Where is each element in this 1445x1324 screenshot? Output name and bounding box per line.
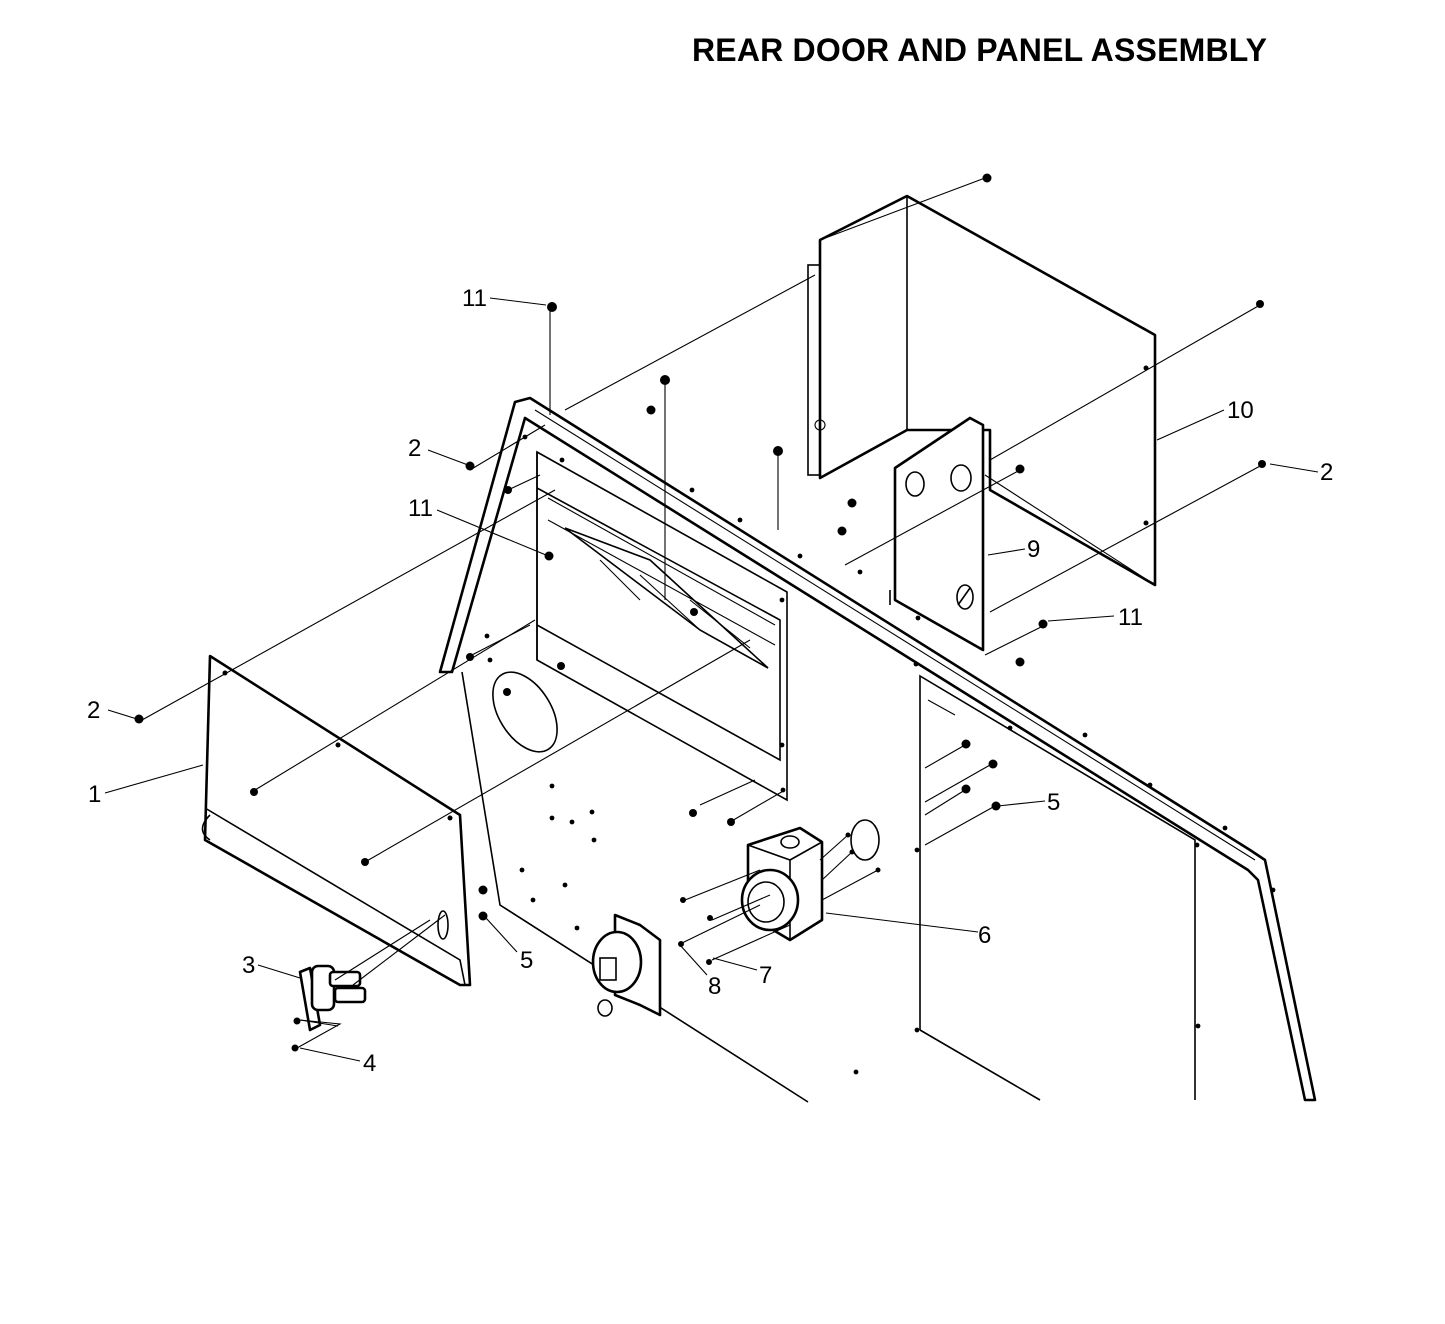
callout-5: 5 <box>520 947 533 974</box>
part-9-bracket <box>893 416 985 652</box>
main-panel <box>438 396 1317 1103</box>
callout-4: 4 <box>363 1050 376 1077</box>
callout-2: 2 <box>408 435 421 462</box>
callout-2: 2 <box>87 697 100 724</box>
page-title: REAR DOOR AND PANEL ASSEMBLY <box>692 32 1268 68</box>
callout-8: 8 <box>708 973 721 1000</box>
callout-5: 5 <box>1047 789 1060 816</box>
fasteners <box>134 173 1266 1052</box>
assembly-leader-lines <box>141 177 1263 986</box>
part-3-latch-handle <box>298 964 367 1032</box>
callout-11: 11 <box>1118 604 1143 631</box>
callout-6: 6 <box>978 922 991 949</box>
callout-leaders <box>104 297 1319 1062</box>
callout-1: 1 <box>88 781 101 808</box>
part-10-enclosure-panel <box>807 194 1157 587</box>
callout-9: 9 <box>1027 536 1040 563</box>
part-6-receptacle-box <box>740 826 824 942</box>
callout-11: 11 <box>462 285 487 312</box>
callout-10: 10 <box>1227 397 1254 424</box>
callout-2: 2 <box>1320 459 1333 486</box>
part-1-rear-door <box>201 654 472 987</box>
callout-11: 11 <box>408 495 433 522</box>
outlet-receptacle <box>591 913 662 1017</box>
callout-7: 7 <box>759 962 772 989</box>
callout-3: 3 <box>242 952 255 979</box>
callout-labels: 1 2 2 2 3 4 5 5 6 7 8 9 10 11 11 11 <box>87 285 1333 1077</box>
